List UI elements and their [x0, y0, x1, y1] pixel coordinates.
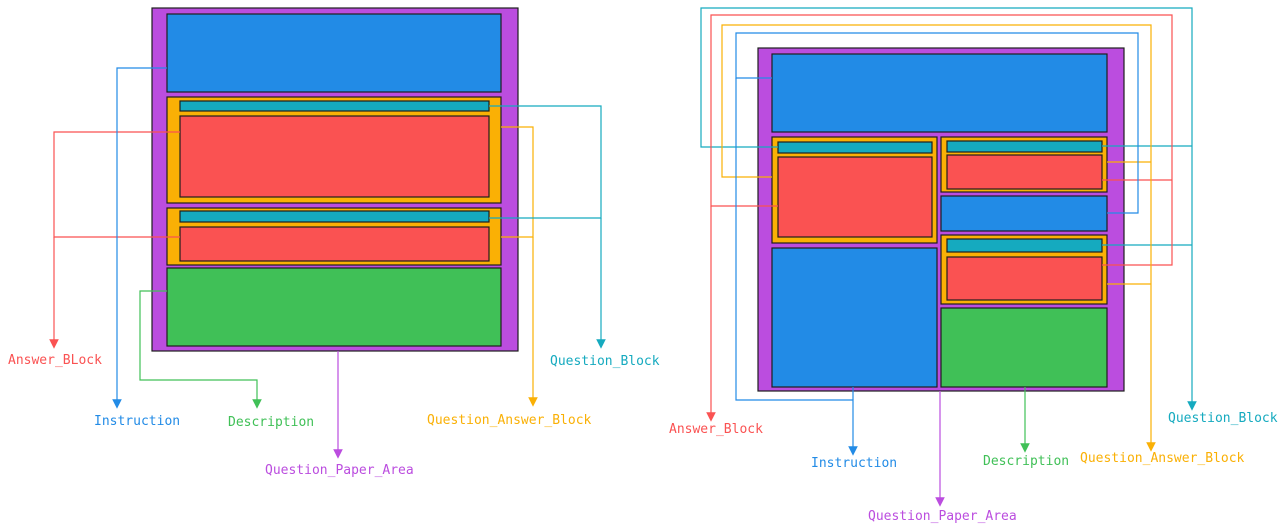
label-question-answer-block: Question_Answer_Block	[1080, 451, 1245, 466]
label-question-block: Question_Block	[1168, 411, 1278, 426]
answer-block-box	[946, 256, 1103, 301]
label-question-paper-area: Question_Paper_Area	[265, 463, 414, 478]
connector-question-block	[700, 7, 1197, 411]
description-box	[940, 307, 1108, 388]
instruction-box	[940, 195, 1108, 232]
arrow-description	[139, 290, 262, 409]
label-question-answer-block: Question_Answer_Block	[427, 413, 592, 428]
answer-block-box	[946, 154, 1103, 190]
instruction-box	[771, 247, 938, 388]
answer-block-box	[179, 226, 490, 262]
connector-answer-block	[710, 14, 1173, 266]
question-block-box	[946, 140, 1103, 153]
label-answer-block: Answer_Block	[669, 422, 763, 437]
question-block-box	[179, 210, 490, 223]
question-block-box	[946, 238, 1103, 253]
connector-question-answer-block	[501, 126, 534, 238]
connector-instruction	[735, 32, 1139, 214]
label-answer-block: Answer_BLock	[8, 353, 102, 368]
label-description: Description	[228, 415, 314, 430]
label-instruction: Instruction	[811, 456, 897, 471]
connector-question-block	[489, 105, 602, 219]
description-box	[166, 267, 502, 347]
arrow-instruction	[112, 67, 167, 409]
diagram-left: Answer_BLock Instruction Description Que…	[8, 7, 660, 478]
label-question-paper-area: Question_Paper_Area	[868, 509, 1017, 524]
question-block-box	[777, 141, 933, 154]
instruction-box	[771, 53, 1108, 133]
question-block-box	[179, 100, 490, 112]
diagram-right: Answer_Block Instruction Description Que…	[669, 7, 1278, 524]
arrow-instruction	[735, 78, 858, 456]
label-description: Description	[983, 454, 1069, 469]
connector-question-answer-block	[721, 24, 1156, 452]
label-instruction: Instruction	[94, 414, 180, 429]
answer-block-box	[179, 115, 490, 198]
instruction-box	[166, 13, 502, 93]
label-question-block: Question_Block	[550, 354, 660, 369]
answer-block-box	[777, 156, 933, 238]
